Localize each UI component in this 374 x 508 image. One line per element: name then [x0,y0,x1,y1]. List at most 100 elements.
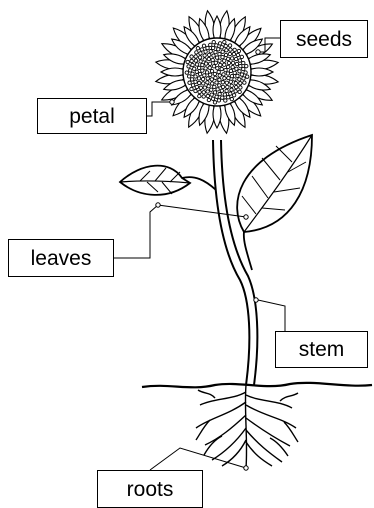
seed-dot [216,88,219,91]
seed-dot [197,66,200,69]
seed-dot [221,85,224,88]
seed-dot [194,59,197,62]
seed-dot [217,70,220,73]
seed-dot [186,60,189,63]
seed-dot [226,72,229,75]
seed-dot [206,81,209,84]
seed-dot [202,95,205,98]
seed-dot [227,61,230,64]
seed-dot [208,62,211,65]
seed-dot [198,72,201,75]
seed-dot [201,77,204,80]
seed-dot [215,44,218,47]
seed-dot [209,73,212,76]
seed-dot [242,61,245,64]
seed-dot [239,64,242,67]
seed-dot [206,94,209,97]
seed-dot [187,65,190,68]
seed-dot [208,66,211,69]
seed-dot [238,78,241,81]
seed-dot [226,57,229,60]
seed-dot [201,63,204,66]
seed-dot [221,55,224,58]
seed-dot [210,69,213,72]
seed-dot [212,40,215,43]
seed-dot [189,69,192,72]
seed-dot [207,57,210,60]
seed-dot [211,58,214,61]
seed-dot [198,81,201,84]
label-leaves: leaves [8,239,114,277]
seed-dot [234,81,237,84]
stem-drawing [213,140,249,385]
seed-dot [200,48,203,51]
seed-dot [209,43,212,46]
seed-dot [226,95,229,98]
seed-dot [238,70,241,73]
seed-dot [197,77,200,80]
seed-dot [232,94,235,97]
seed-dot [215,81,218,84]
seed-dot [199,60,202,63]
seed-dot [218,92,221,95]
seed-dot [218,78,221,81]
seed-dot [211,46,214,49]
seed-dot [210,93,213,96]
seed-dot [220,89,223,92]
seed-dot [204,67,207,70]
seed-dot [199,86,202,89]
seed-dot [214,61,217,64]
seed-dot [190,59,193,62]
right-leaf-drawing [237,135,312,270]
seed-dot [226,85,229,88]
seed-dot [240,55,243,58]
seed-dot [223,59,226,62]
seed-dot [191,84,194,87]
seed-dot [231,61,234,64]
seed-dot [229,48,232,51]
seed-dot [229,80,232,83]
seed-dot [240,73,243,76]
seed-dot [218,74,221,77]
seed-dot [213,85,216,88]
seed-dot [203,86,206,89]
seed-dot [230,84,233,87]
seed-dot [194,55,197,58]
seed-dot [236,53,239,56]
roots-drawing [196,385,298,468]
seed-dot [193,67,196,70]
seed-dot [219,63,222,66]
seed-dot [207,98,210,101]
seed-dot [228,44,231,47]
seed-dot [218,84,221,87]
seed-dot [195,85,198,88]
seed-dot [243,81,246,84]
seed-dot [190,55,193,58]
seed-dot [194,75,197,78]
seed-dot [205,71,208,74]
seed-dot [242,77,245,80]
seed-dot [238,90,241,93]
seed-dot [245,64,248,67]
left-leaf-drawing [120,166,216,195]
seed-dot [217,48,220,51]
seed-dot [198,90,201,93]
seed-dot [217,99,220,102]
seed-dot [236,74,239,77]
seed-dot [202,82,205,85]
seed-dot [220,67,223,70]
seed-dot [201,69,204,72]
seed-dot [190,87,193,90]
seed-dot [233,78,236,81]
seed-dot [246,75,249,78]
seed-dot [212,65,215,68]
seed-dot [230,57,233,60]
seed-dot [207,53,210,56]
ground-line [142,383,372,387]
seed-dot [234,85,237,88]
seed-dot [191,72,194,75]
seed-dot [225,81,228,84]
seed-dot [239,86,242,89]
seed-dot [213,72,216,75]
seed-dot [204,50,207,53]
